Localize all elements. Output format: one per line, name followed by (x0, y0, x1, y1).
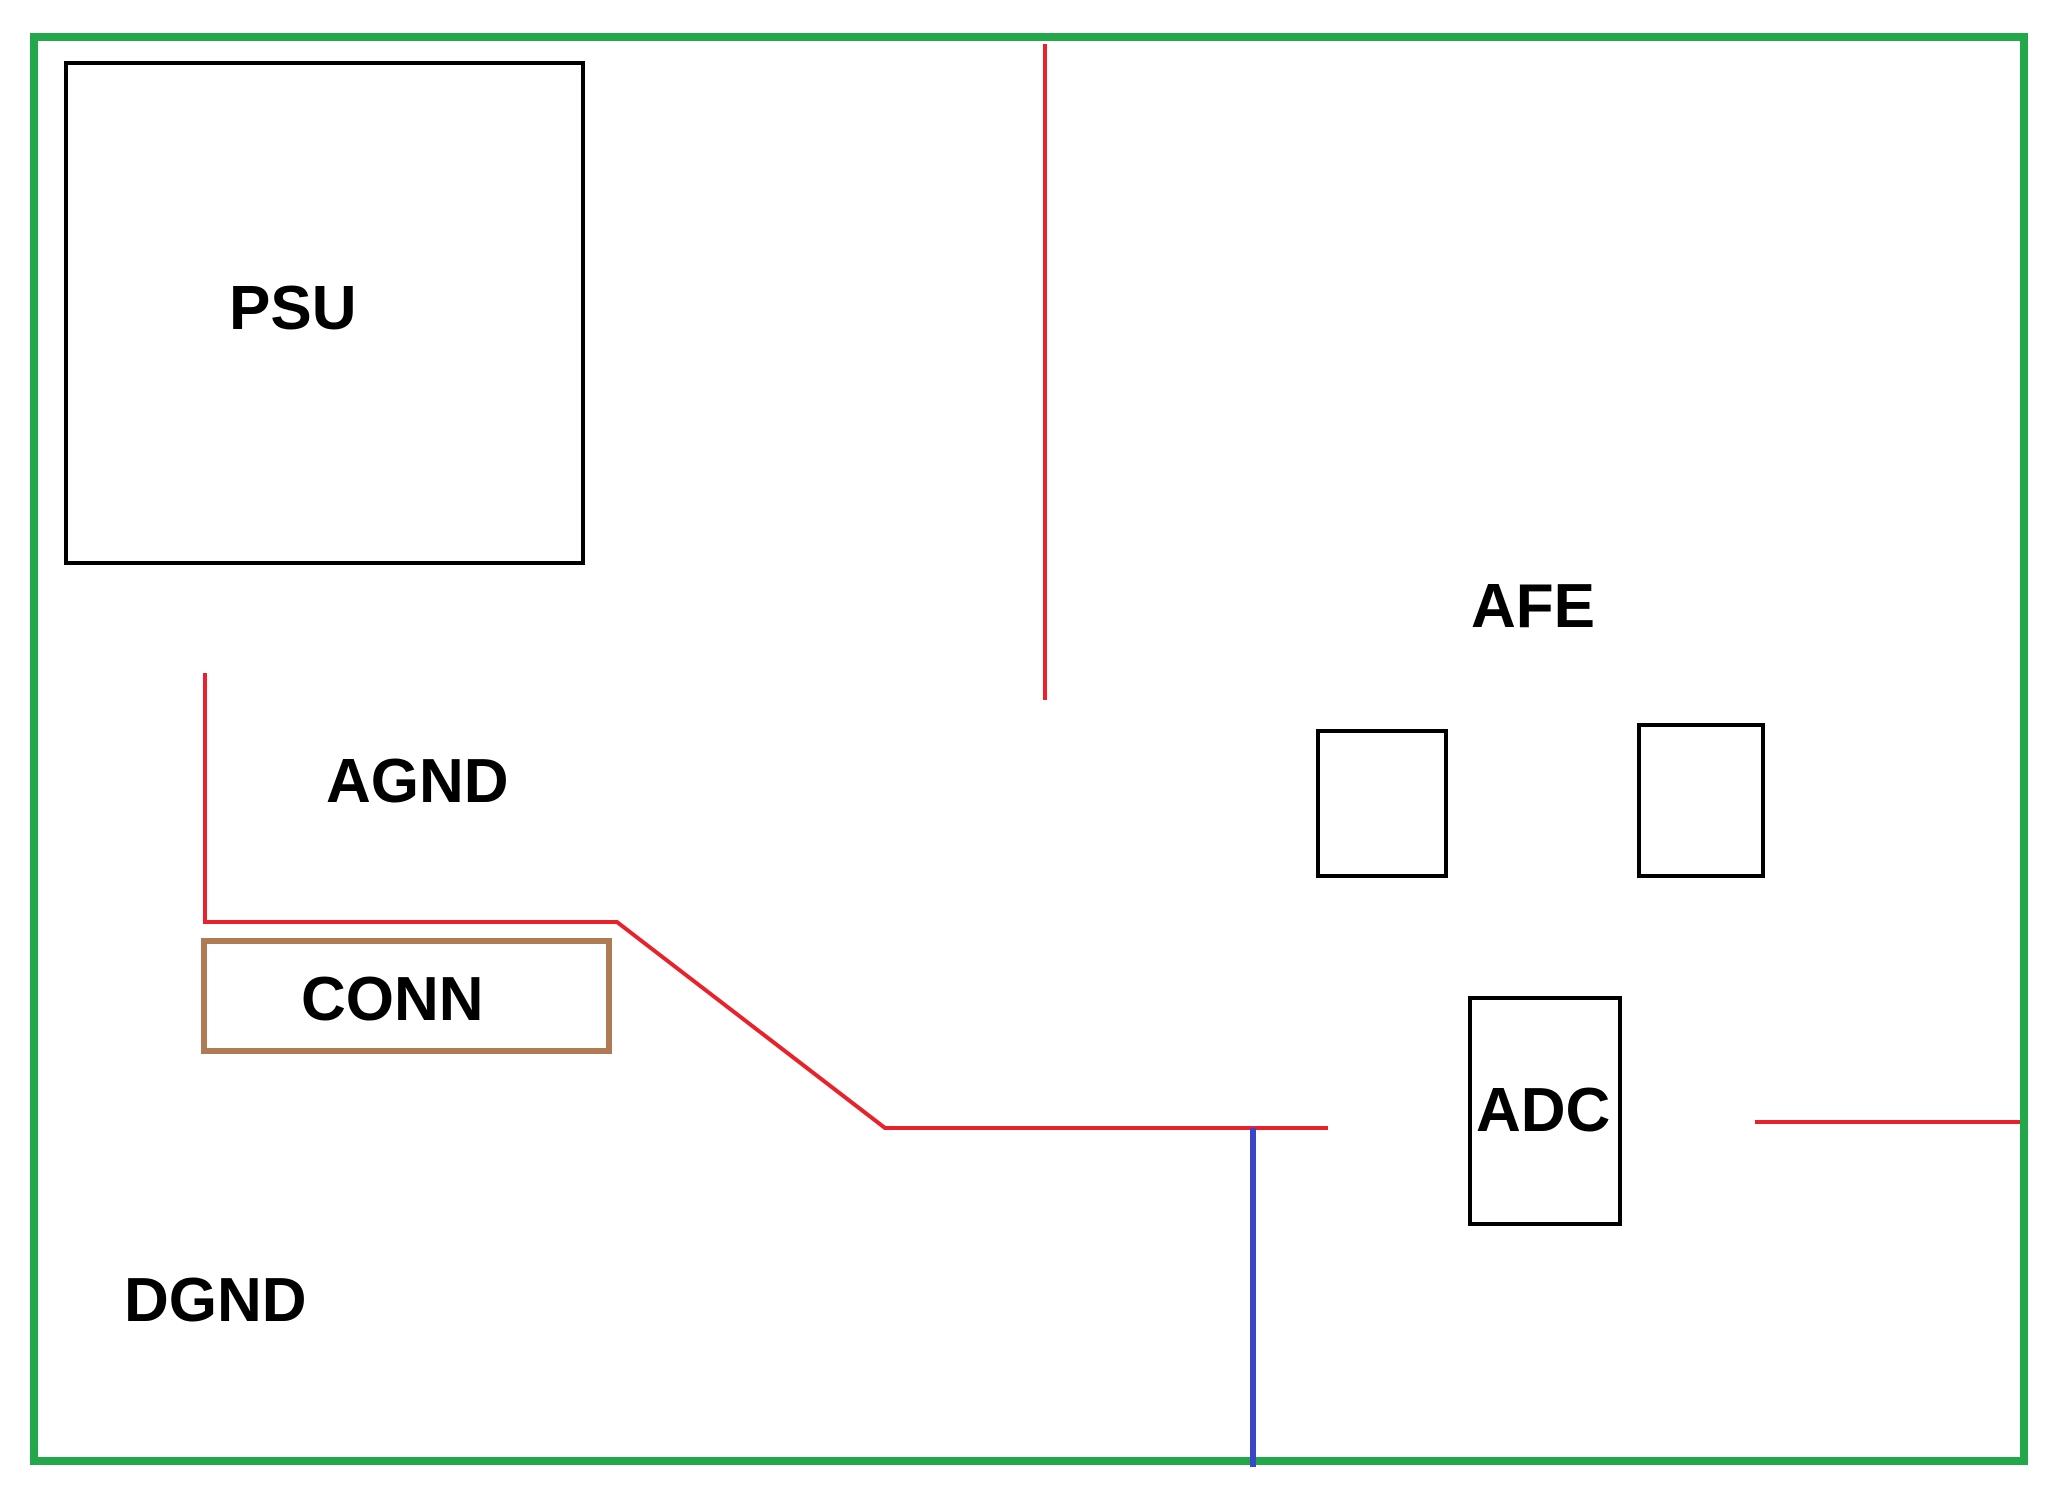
afe-label: AFE (1471, 572, 1595, 641)
afe-component-left (1316, 729, 1448, 878)
psu-block (64, 61, 585, 565)
adc-label: ADC (1476, 1076, 1610, 1145)
board-outline (30, 33, 2028, 1465)
connector-block (201, 938, 612, 1054)
psu-label: PSU (229, 274, 356, 343)
afe-component-right (1637, 723, 1765, 878)
dgnd-label: DGND (124, 1266, 307, 1335)
agnd-label: AGND (326, 747, 509, 816)
conn-label: CONN (301, 965, 484, 1034)
adc-block (1468, 996, 1622, 1226)
ground-split-line (203, 673, 1328, 1130)
